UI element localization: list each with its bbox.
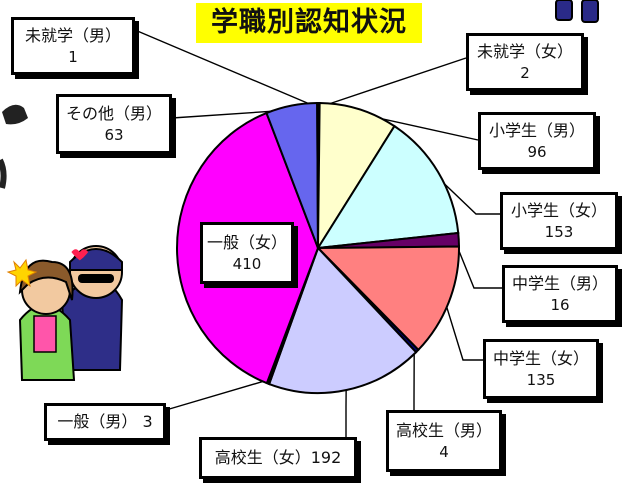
pie-slices <box>176 101 460 394</box>
label-general-female: 一般（女） 410 <box>200 222 294 284</box>
label-value: 63 <box>104 125 124 144</box>
label-value: 16 <box>550 295 570 314</box>
label-name: 中学生（男） <box>511 274 608 294</box>
label-value: 3 <box>142 412 153 432</box>
label-name: 高校生（男） <box>395 421 492 441</box>
label-preschool-female: 未就学（女） 2 <box>466 33 584 91</box>
label-name: 中学生（女） <box>492 349 589 369</box>
label-value: 1 <box>68 47 78 66</box>
label-value: 2 <box>520 63 530 82</box>
pie-slice <box>315 245 460 352</box>
label-name: その他（男） <box>65 104 162 124</box>
leader-line <box>434 173 500 215</box>
pie-slice <box>316 124 460 250</box>
label-elementary-female: 小学生（女） 153 <box>500 192 618 250</box>
leader-line <box>165 378 270 411</box>
label-value: 4 <box>439 442 449 461</box>
leader-line <box>453 239 502 289</box>
label-name: 一般（女） <box>206 233 287 253</box>
pie-slice <box>316 101 396 252</box>
leader-lines <box>134 29 502 437</box>
title-background <box>196 3 422 43</box>
label-value: 96 <box>527 142 547 161</box>
label-preschool-male: 未就学（男） 1 <box>11 17 135 75</box>
label-name: 小学生（男） <box>488 121 585 141</box>
pie-slice <box>316 101 319 249</box>
label-value: 153 <box>544 222 574 241</box>
leader-line <box>318 57 467 109</box>
label-high-school-male: 高校生（男） 4 <box>386 410 502 472</box>
label-name: 小学生（女） <box>510 201 607 221</box>
label-general-male: 一般（男） 3 <box>44 403 166 441</box>
label-name: 高校生（女） <box>214 448 311 468</box>
label-name: 一般（男） <box>57 412 138 432</box>
label-name: 未就学（女） <box>476 42 573 62</box>
leader-line <box>134 29 318 108</box>
label-value: 135 <box>526 370 556 389</box>
label-name: 未就学（男） <box>24 26 121 46</box>
label-high-school-female: 高校生（女）192 <box>199 437 357 479</box>
label-other-male: その他（男） 63 <box>56 94 172 154</box>
chart-title: 学職別認知状況 <box>211 7 407 38</box>
label-value: 192 <box>310 448 342 468</box>
label-elementary-male: 小学生（男） 96 <box>478 112 596 170</box>
label-junior-high-female: 中学生（女） 135 <box>483 339 599 399</box>
label-value: 410 <box>232 254 262 273</box>
leader-line <box>444 300 483 361</box>
label-junior-high-male: 中学生（男） 16 <box>502 265 618 323</box>
